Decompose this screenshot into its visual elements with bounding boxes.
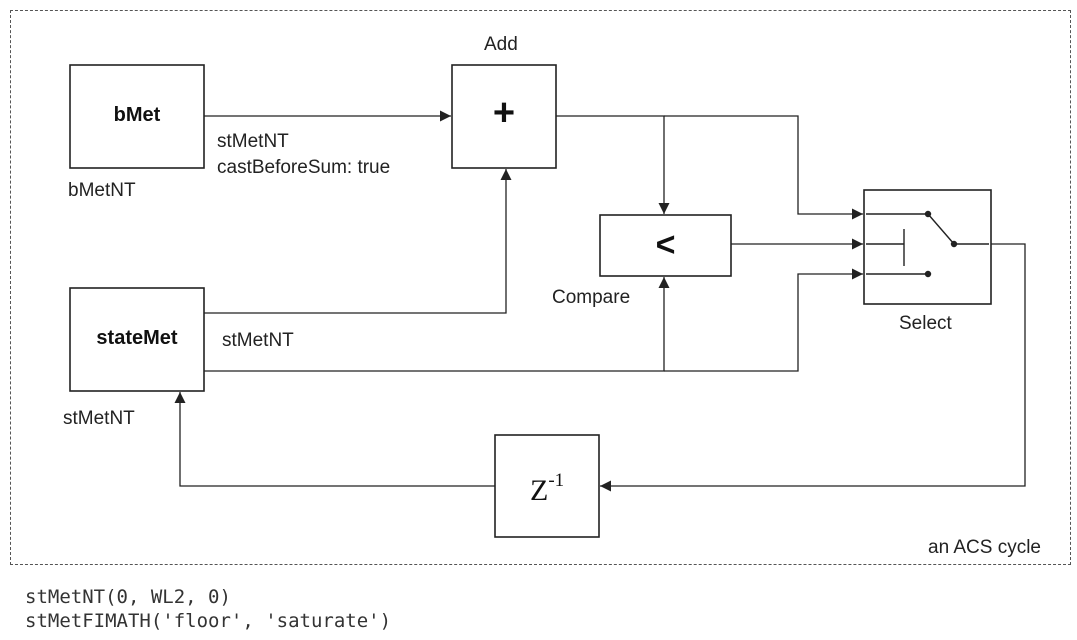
add-symbol: + [492, 92, 516, 134]
bmet-block-label: bMet [113, 104, 161, 126]
signal-type-label: stMetNT [217, 131, 289, 152]
bmet-block[interactable] [69, 64, 205, 169]
unit-delay-symbol: Z-1 [530, 470, 564, 507]
acs-cycle-subsystem-frame [10, 10, 1071, 565]
wire-statemet-to-select-bottom [664, 268, 863, 372]
compare-caption: Compare [552, 287, 631, 308]
wire-select-to-delay [600, 243, 1026, 492]
statemet-block[interactable] [69, 287, 205, 392]
wire-statemet-to-add [204, 169, 512, 314]
compare-block[interactable] [599, 214, 732, 277]
wire-add-to-select-top [664, 115, 863, 220]
select-caption: Select [899, 313, 952, 334]
switch-icon [866, 210, 989, 278]
wire-delay-to-statemet [174, 392, 495, 487]
cast-before-sum-label: castBeforeSum: true [217, 157, 391, 178]
code-line: stMetNT(0, WL2, 0) [25, 586, 231, 608]
select-block[interactable] [863, 189, 992, 305]
code-line: stMetFIMATH('floor', 'saturate') [25, 610, 392, 632]
bmet-caption: bMetNT [68, 180, 136, 201]
add-caption: Add [484, 34, 518, 55]
wire-add-to-compare [556, 115, 670, 214]
statemet-block-label: stateMet [96, 327, 178, 349]
statemet-signal-label: stMetNT [222, 330, 294, 351]
compare-symbol: < [655, 226, 676, 264]
subsystem-caption: an ACS cycle [928, 537, 1041, 558]
statemet-caption: stMetNT [63, 408, 135, 429]
